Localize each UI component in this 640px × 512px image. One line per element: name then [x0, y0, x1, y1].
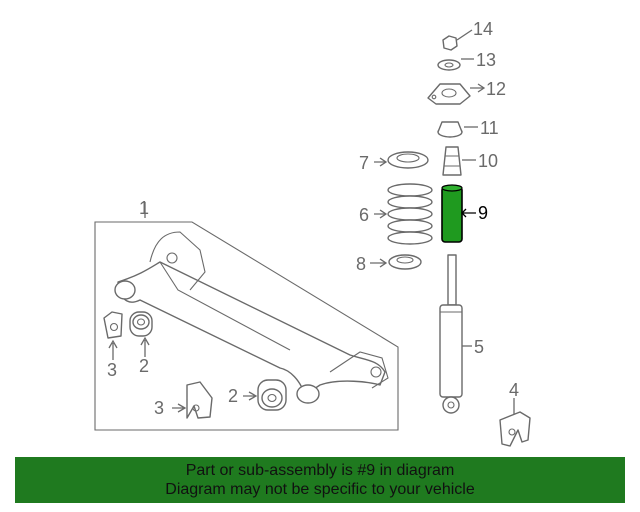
callout-9[interactable]: 9 [478, 203, 488, 223]
callout-2b[interactable]: 2 [228, 386, 238, 406]
parts-diagram: 1 2 2 3 3 4 5 6 7 8 9 10 11 12 13 14 [94, 19, 531, 447]
callout-3b[interactable]: 3 [154, 398, 164, 418]
callout-10[interactable]: 10 [478, 151, 498, 171]
callout-12[interactable]: 12 [486, 79, 506, 99]
banner-line-1: Part or sub-assembly is #9 in diagram [185, 462, 455, 479]
dust-cover-part-9[interactable] [441, 184, 476, 243]
callout-4[interactable]: 4 [509, 380, 519, 400]
bushing-part-2a[interactable] [129, 311, 153, 357]
callout-3a[interactable]: 3 [107, 360, 117, 380]
callout-1[interactable]: 1 [139, 198, 149, 218]
bushing-part-2b[interactable] [243, 379, 287, 411]
nut-part-14[interactable] [442, 29, 473, 51]
bump-stop-part-10[interactable] [442, 146, 476, 176]
callout-13[interactable]: 13 [476, 50, 496, 70]
spring-seat-part-8[interactable] [370, 254, 422, 270]
callout-6[interactable]: 6 [359, 205, 369, 225]
axle-beam-body [117, 261, 386, 396]
callout-2a[interactable]: 2 [139, 356, 149, 376]
dust-cover-body [441, 186, 463, 243]
axle-beam-frame [94, 221, 399, 431]
callout-11[interactable]: 11 [480, 118, 499, 138]
coil-spring-part-6[interactable] [374, 183, 433, 245]
banner-line-2: Diagram may not be specific to your vehi… [165, 481, 475, 498]
strut-mount-part-12[interactable] [427, 83, 486, 105]
bracket-part-3b[interactable] [172, 381, 213, 419]
insulator-part-11[interactable] [437, 121, 478, 138]
bracket-part-4[interactable] [499, 398, 531, 447]
callout-14[interactable]: 14 [473, 19, 493, 39]
spring-seat-part-7[interactable] [374, 151, 429, 169]
shock-absorber-part-5[interactable] [439, 254, 472, 414]
info-banner: Part or sub-assembly is #9 in diagram Di… [15, 457, 625, 503]
callout-8[interactable]: 8 [356, 254, 366, 274]
bracket-part-3a[interactable] [103, 311, 123, 360]
washer-part-13[interactable] [437, 58, 474, 71]
callout-7[interactable]: 7 [359, 153, 369, 173]
axle-beam-group[interactable] [94, 202, 399, 431]
callout-5[interactable]: 5 [474, 337, 484, 357]
